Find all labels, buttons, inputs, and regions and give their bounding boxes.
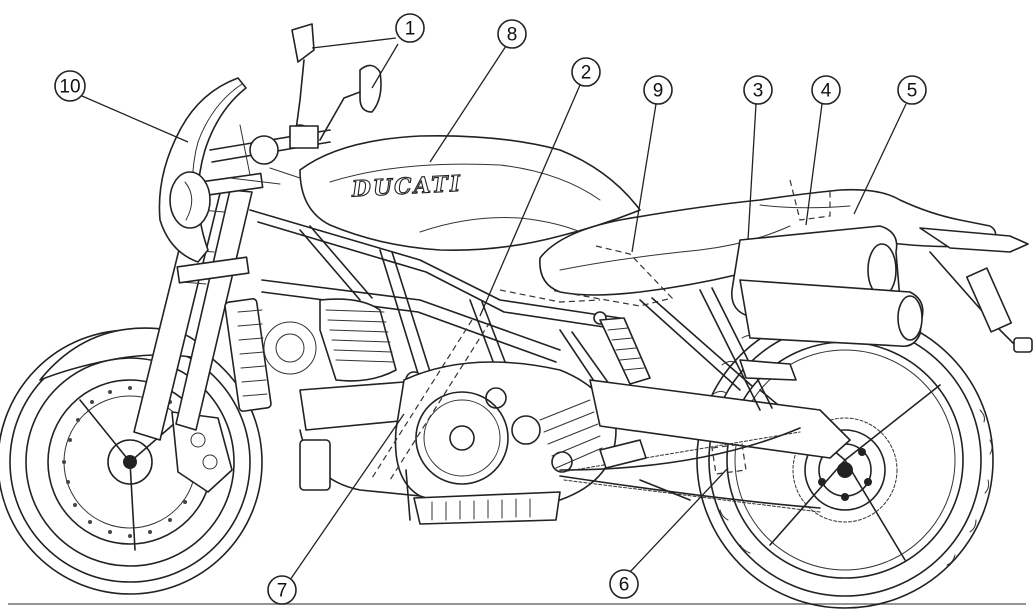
engine [224,298,617,525]
callout-10-number: 10 [59,77,80,98]
handlebars-mirrors [209,23,382,185]
callout-6: 6 [609,467,729,599]
rear-wheel [696,311,994,609]
callout-3: 3 [743,75,773,241]
callout-4-number: 4 [821,81,832,102]
callout-5-number: 5 [907,81,918,102]
brand-logo-text: DUCATI [350,171,463,203]
trellis-frame [249,209,625,401]
callout-1: 1 [311,13,425,89]
callout-7: 7 [267,413,405,605]
callout-9: 9 [631,75,673,253]
callout-2: 2 [479,57,601,317]
callout-8-number: 8 [507,25,518,46]
callout-1-number: 1 [405,19,416,40]
callout-2-number: 2 [581,63,592,84]
fuel-tank: DUCATI [299,134,641,252]
callout-6-number: 6 [619,575,630,596]
callout-7-number: 7 [277,581,288,602]
headlight-fairing [158,77,247,263]
callout-4: 4 [805,75,841,226]
swingarm-chain [559,225,924,513]
callout-3-number: 3 [753,81,764,102]
callout-8: 8 [429,19,527,163]
callout-5: 5 [853,75,927,215]
callout-9-number: 9 [653,81,664,102]
callout-10: 10 [54,70,189,143]
front-wheel [0,327,263,595]
